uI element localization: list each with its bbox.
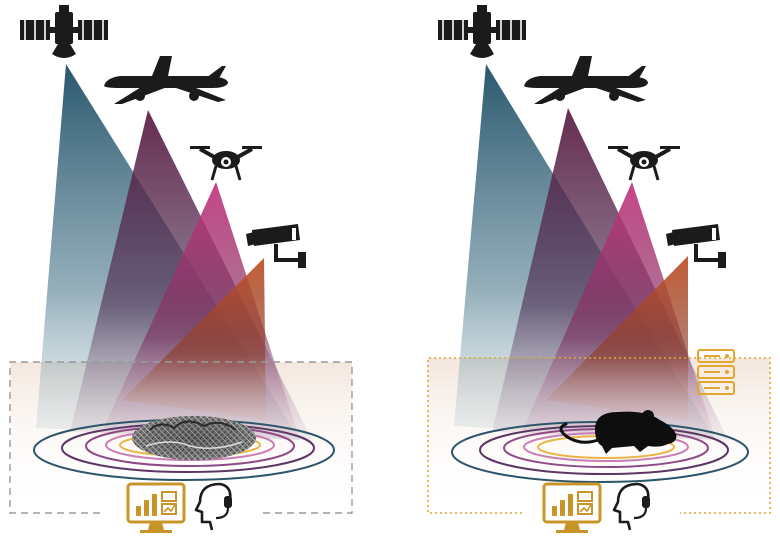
surveillance-camera-icon-left <box>246 224 306 268</box>
left-panel <box>10 5 352 533</box>
right-panel <box>428 5 770 533</box>
drone-icon-right <box>608 146 680 180</box>
drone-icon-left <box>190 146 262 180</box>
airplane-icon-left <box>104 56 228 104</box>
airplane-icon-right <box>524 56 648 104</box>
surveillance-camera-icon-right <box>666 224 726 268</box>
satellite-icon-left <box>20 5 108 58</box>
satellite-icon-right <box>438 5 526 58</box>
textured-pile-target <box>132 416 256 460</box>
